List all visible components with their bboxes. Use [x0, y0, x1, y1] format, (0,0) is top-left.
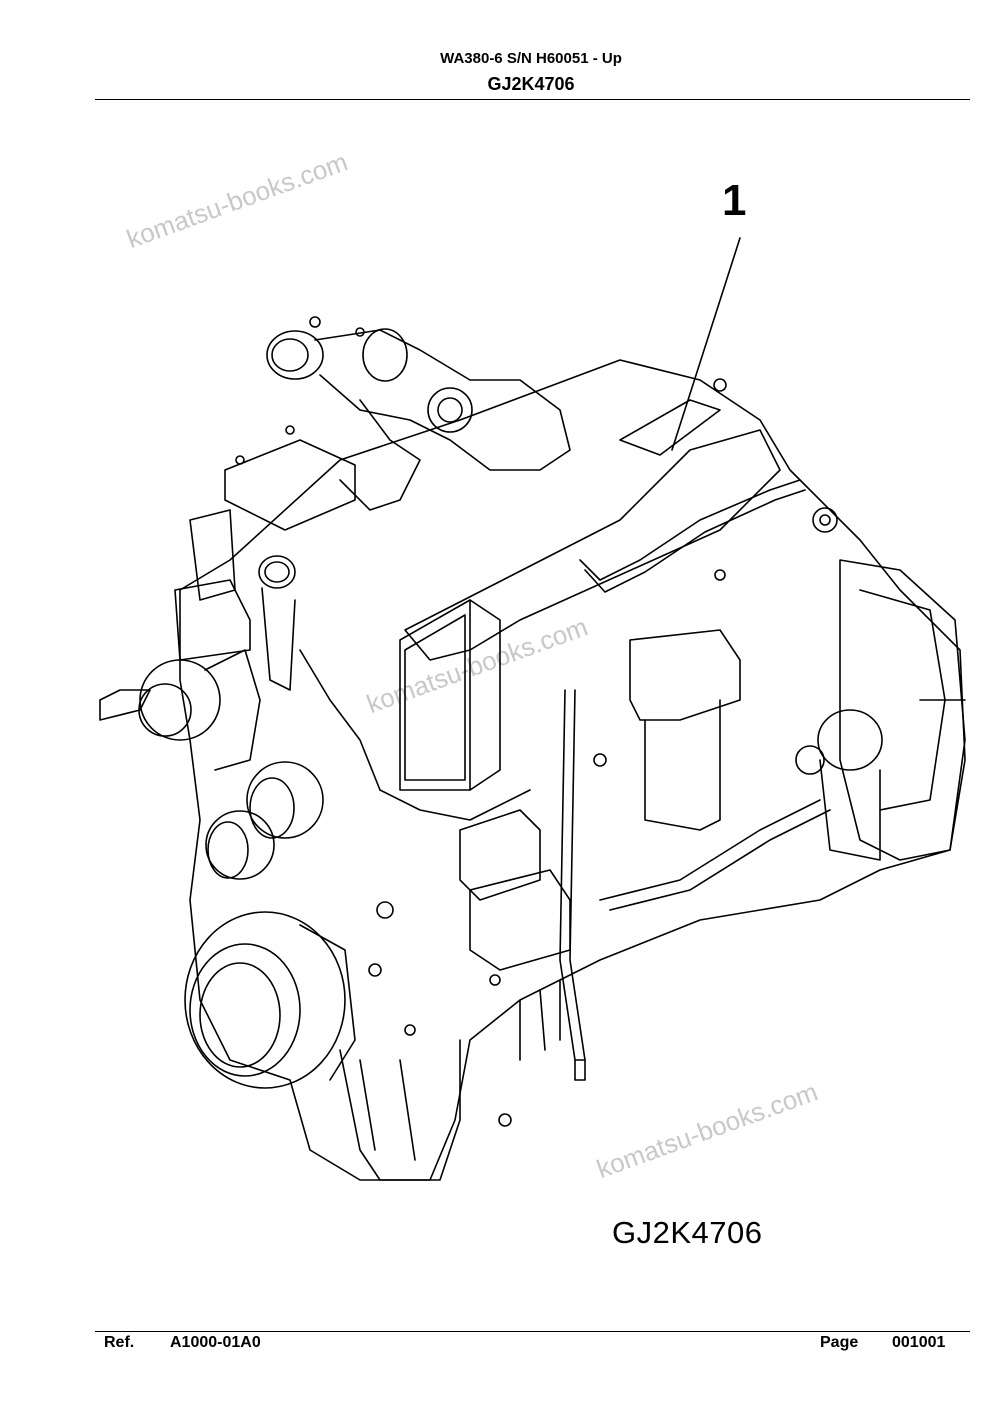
footer-ref-label: Ref.: [104, 1334, 135, 1351]
footer-page-value: 001001: [892, 1334, 946, 1351]
footer-rule: [95, 1331, 970, 1332]
callout-leader-line: [671, 237, 741, 451]
header-rule: [95, 99, 970, 100]
footer-page-label: Page: [820, 1334, 859, 1351]
document-model-line: WA380-6 S/N H60051 - Up: [440, 50, 622, 67]
callout-number: 1: [722, 176, 747, 225]
footer-ref-value: A1000-01A0: [170, 1334, 261, 1351]
engine-block-outline: [179, 359, 966, 1181]
document-part-code: GJ2K4706: [487, 74, 575, 94]
illustration-part-code: GJ2K4706: [612, 1215, 763, 1250]
